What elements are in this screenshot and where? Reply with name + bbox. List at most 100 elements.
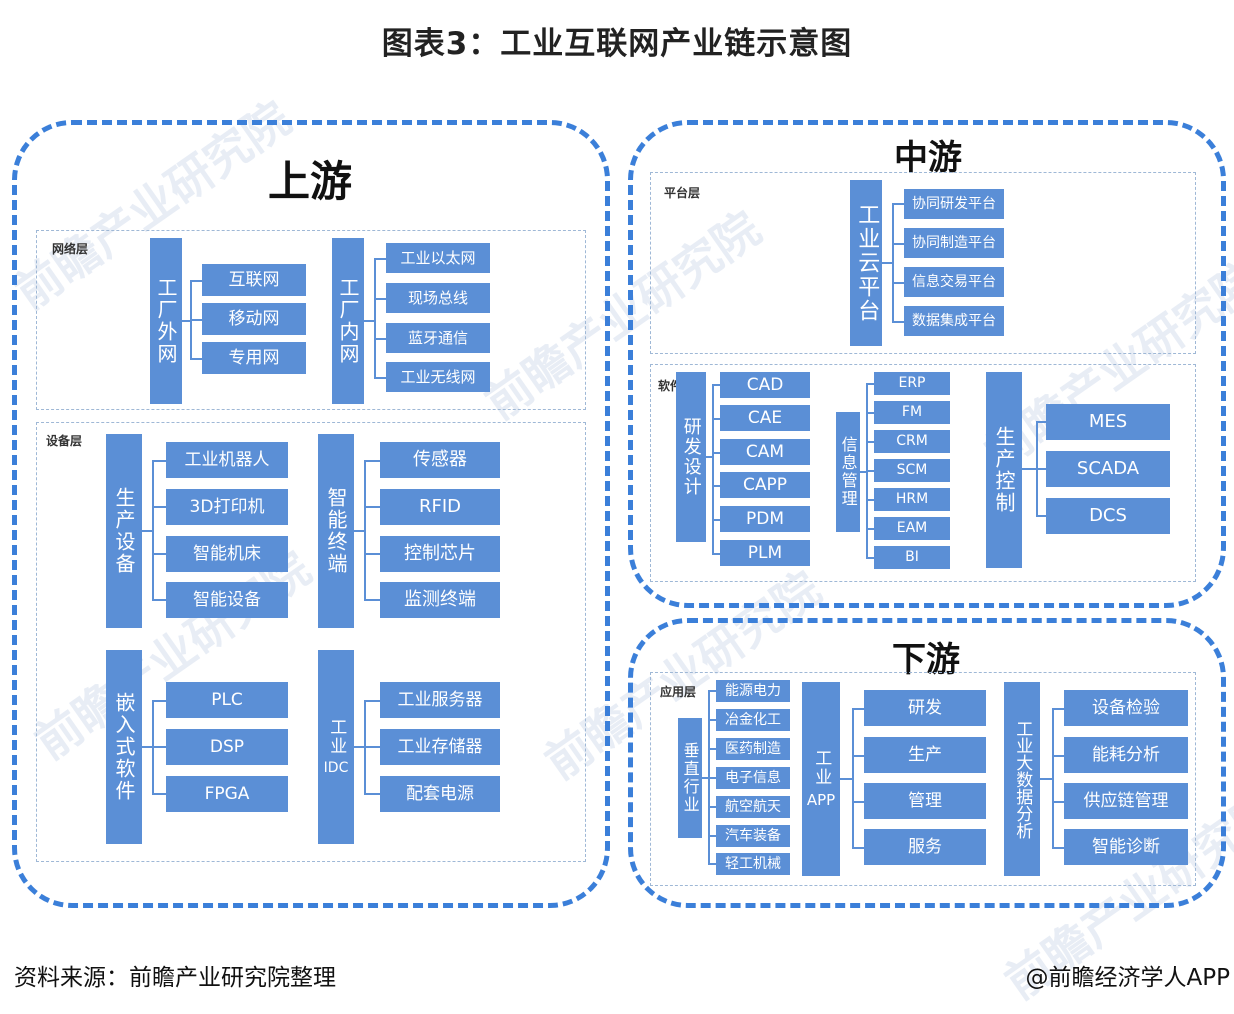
connector: [712, 519, 720, 521]
connector: [708, 748, 716, 750]
item-box: 控制芯片: [380, 536, 500, 572]
connector: [866, 412, 874, 414]
item-box: 智能诊断: [1064, 829, 1188, 865]
equipment-layer: [36, 422, 586, 862]
platform-layer-label: 平台层: [664, 186, 701, 200]
connector: [364, 320, 374, 322]
item-box: 蓝牙通信: [386, 323, 490, 353]
item-box: 移动网: [202, 303, 306, 335]
smart-terminal: 智能终端: [318, 434, 354, 628]
source-note: 资料来源：前瞻产业研究院整理: [14, 965, 336, 991]
item-box: 电子信息: [716, 767, 790, 789]
connector: [1040, 778, 1052, 780]
connector: [190, 280, 202, 282]
item-box: RFID: [380, 489, 500, 525]
connector: [712, 384, 720, 386]
item-box: HRM: [874, 488, 950, 511]
item-box: MES: [1046, 404, 1170, 440]
connector: [1036, 421, 1046, 423]
connector: [840, 778, 852, 780]
connector: [892, 203, 904, 205]
connector: [860, 471, 866, 473]
connector: [354, 530, 364, 532]
upstream-title: 上游: [268, 157, 353, 206]
item-box: 设备检验: [1064, 690, 1188, 726]
item-box: PLM: [720, 540, 810, 566]
connector: [712, 452, 720, 454]
item-box: PLC: [166, 682, 288, 718]
connector: [152, 460, 166, 462]
industrial-idc-line1: 工业: [326, 717, 347, 756]
application-layer: [650, 672, 1196, 886]
software-layer: [650, 364, 1196, 582]
item-box: 轻工机械: [716, 853, 790, 875]
connector: [1036, 515, 1046, 517]
downstream-title: 下游: [892, 640, 960, 680]
connector: [374, 377, 386, 379]
connector: [852, 708, 854, 848]
item-box: CAE: [720, 405, 810, 431]
credit-note: @前瞻经济学人APP: [1025, 965, 1230, 991]
connector: [866, 499, 874, 501]
connector: [1052, 847, 1064, 849]
connector: [866, 383, 874, 385]
item-box: DSP: [166, 729, 288, 765]
connector: [142, 530, 152, 532]
rd-design: 研发设计: [676, 372, 706, 542]
connector: [364, 700, 380, 702]
vertical-industry: 垂直行业: [678, 718, 702, 838]
connector: [712, 384, 714, 554]
connector: [852, 755, 864, 757]
connector: [152, 746, 166, 748]
connector: [152, 553, 166, 555]
factory-internal-network: 工厂内网: [332, 238, 364, 404]
connector: [708, 863, 716, 865]
connector: [364, 460, 366, 600]
connector: [1052, 801, 1064, 803]
industrial-idc-line2: IDC: [323, 759, 349, 776]
connector: [374, 298, 386, 300]
item-box: DCS: [1046, 498, 1170, 534]
connector: [866, 528, 874, 530]
industrial-cloud-platform: 工业云平台: [850, 180, 882, 346]
item-box: 服务: [864, 829, 986, 865]
connector: [852, 708, 864, 710]
connector: [866, 557, 874, 559]
connector: [712, 485, 720, 487]
item-box: 信息交易平台: [904, 267, 1004, 297]
item-box: 研发: [864, 690, 986, 726]
connector: [190, 319, 202, 321]
item-box: 协同研发平台: [904, 189, 1004, 219]
item-box: 工业以太网: [386, 243, 490, 273]
item-box: 监测终端: [380, 582, 500, 618]
item-box: 智能机床: [166, 536, 288, 572]
connector: [852, 801, 864, 803]
connector: [354, 746, 364, 748]
item-box: CAM: [720, 439, 810, 465]
item-box: 能源电力: [716, 680, 790, 702]
connector: [892, 282, 904, 284]
item-box: 冶金化工: [716, 709, 790, 731]
item-box: 工业服务器: [380, 682, 500, 718]
item-box: 3D打印机: [166, 489, 288, 525]
connector: [364, 599, 380, 601]
network-layer-label: 网络层: [52, 242, 89, 256]
connector: [152, 460, 154, 600]
industrial-app: 工业 APP: [802, 682, 840, 876]
item-box: 数据集成平台: [904, 306, 1004, 336]
connector: [364, 506, 380, 508]
item-box: 供应链管理: [1064, 783, 1188, 819]
midstream-title: 中游: [894, 138, 962, 178]
connector: [374, 338, 386, 340]
item-box: PDM: [720, 506, 810, 532]
connector: [892, 203, 894, 323]
connector: [190, 358, 202, 360]
factory-external-network: 工厂外网: [150, 238, 182, 404]
platform-layer: [650, 172, 1196, 354]
industrial-app-line1: 工业: [811, 749, 832, 787]
connector: [374, 258, 376, 378]
connector: [152, 599, 166, 601]
connector: [1052, 708, 1064, 710]
item-box: 协同制造平台: [904, 228, 1004, 258]
equipment-layer-label: 设备层: [46, 434, 83, 448]
